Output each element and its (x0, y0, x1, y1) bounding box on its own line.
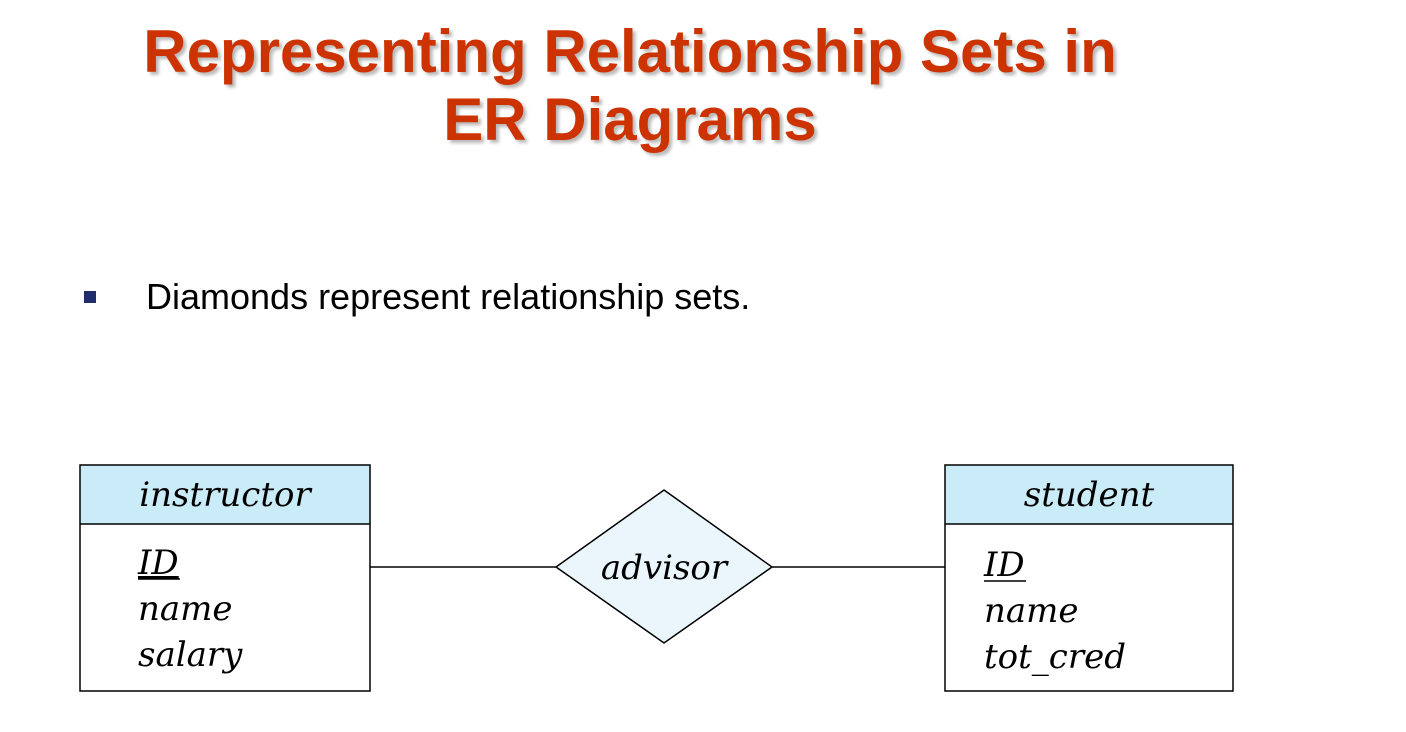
entity-instructor-attr-id: ID (137, 543, 179, 583)
entity-student-attr-name: name (984, 591, 1079, 631)
slide-title-line-2: ER Diagrams (443, 86, 817, 153)
entity-instructor-attr-name: name (138, 589, 233, 629)
entity-instructor: instructor ID name salary (79, 464, 371, 692)
entity-student-name: student (1024, 475, 1155, 515)
square-bullet-icon (84, 291, 96, 303)
entity-instructor-box (79, 464, 371, 692)
entity-student-attr-tot-cred: tot_cred (984, 637, 1126, 677)
slide-title: Representing Relationship Sets in ER Dia… (0, 18, 1260, 154)
relationship-advisor-diamond (554, 489, 774, 644)
relationship-advisor: advisor (554, 489, 774, 644)
entity-student-box (944, 464, 1234, 692)
entity-instructor-header (80, 465, 370, 524)
entity-student-header (945, 465, 1233, 524)
bullet-item: Diamonds represent relationship sets. (84, 276, 750, 318)
bullet-text: Diamonds represent relationship sets. (146, 276, 751, 317)
slide-title-line-1: Representing Relationship Sets in (143, 18, 1117, 85)
entity-student: student ID name tot_cred (944, 464, 1234, 692)
relationship-advisor-name: advisor (601, 548, 729, 588)
entity-student-attr-id: ID (983, 545, 1025, 585)
entity-instructor-name: instructor (139, 475, 312, 515)
entity-instructor-attr-salary: salary (138, 635, 243, 675)
